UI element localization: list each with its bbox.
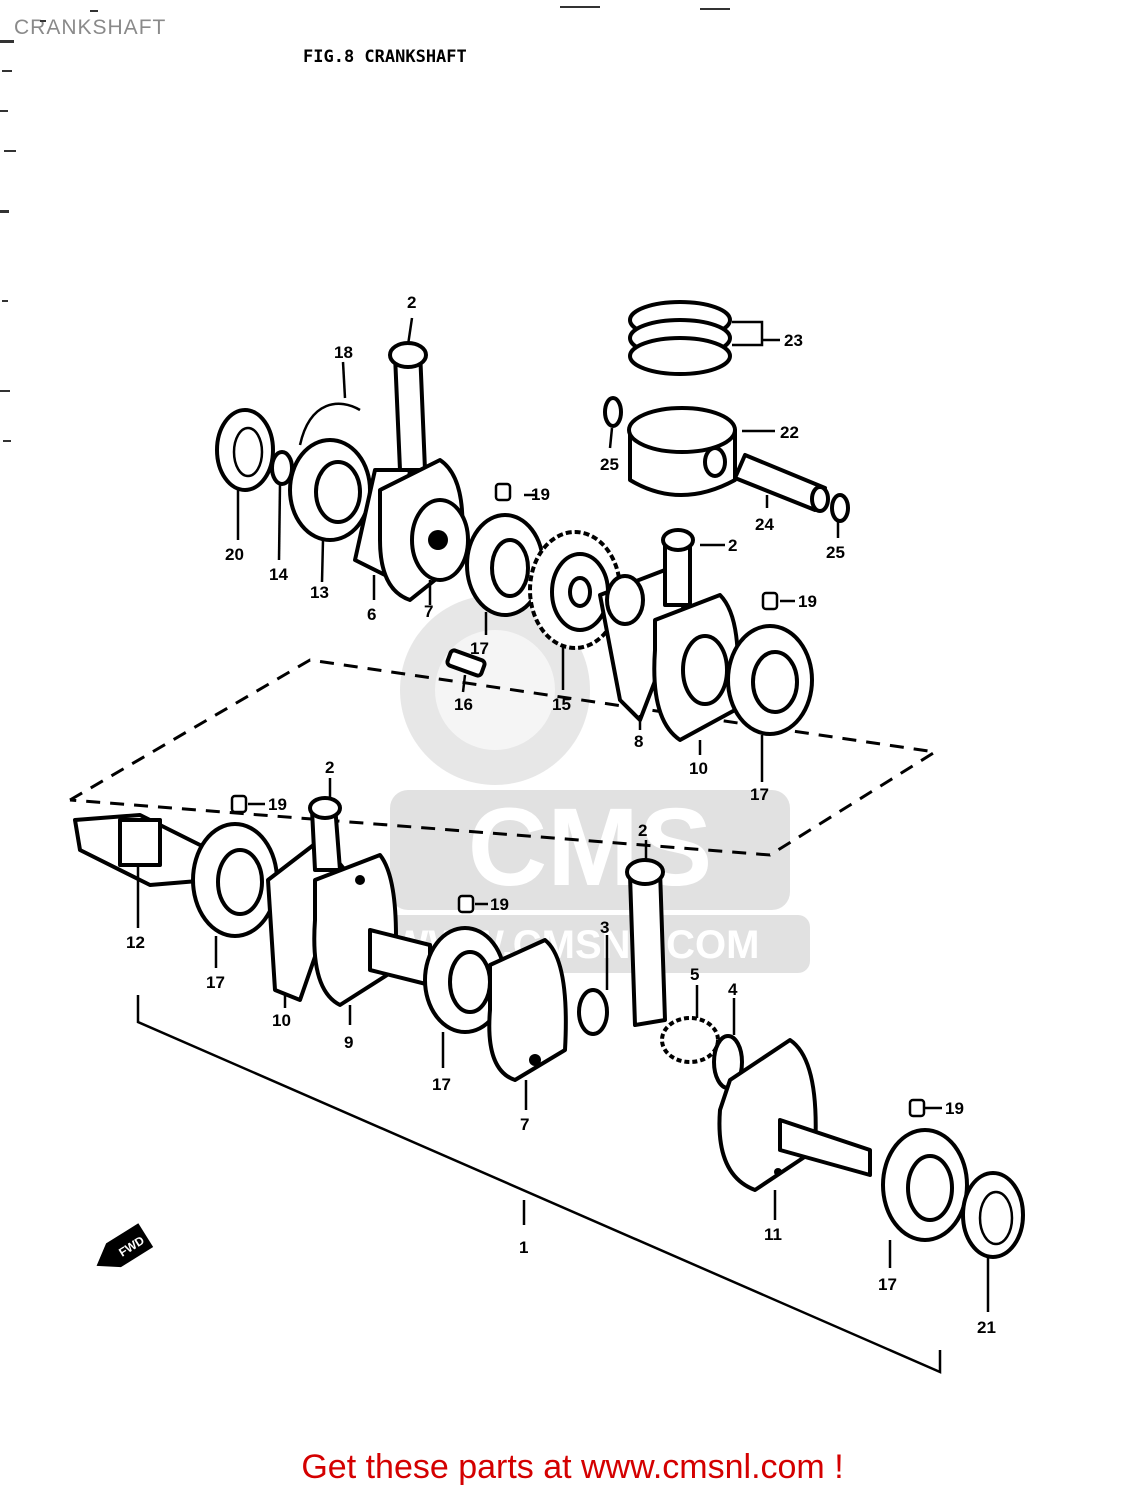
assembly-bracket	[136, 995, 942, 1374]
oil-seal-20	[215, 408, 275, 492]
crank-web-7-upper	[378, 458, 470, 602]
bearing-17-lower-c	[881, 1128, 969, 1242]
crank-end-12	[73, 813, 212, 887]
callout-17: 17	[878, 1275, 897, 1294]
con-rod-2-upper	[388, 341, 428, 472]
callout-7: 7	[520, 1115, 529, 1134]
callout-3: 3	[600, 918, 609, 937]
callout-19: 19	[268, 795, 287, 814]
spring-ring-18	[298, 402, 361, 446]
callout-18: 18	[334, 343, 353, 362]
callout-23: 23	[784, 331, 803, 350]
callout-21: 21	[977, 1318, 996, 1337]
dowel-pin-16	[445, 648, 487, 678]
bearing-17-lower-a	[191, 822, 279, 938]
callout-9: 9	[344, 1033, 353, 1052]
scan-noise	[0, 6, 730, 442]
callout-1: 1	[519, 1238, 528, 1257]
callout-7: 7	[424, 602, 433, 621]
callout-13: 13	[310, 583, 329, 602]
crank-web-10-upper	[652, 593, 740, 742]
watermark-logo: CMS	[468, 786, 712, 909]
callout-2: 2	[638, 821, 647, 840]
crank-web-9	[312, 853, 398, 1007]
con-rod-2-lower-b	[625, 858, 667, 1027]
callout-25: 25	[826, 543, 845, 562]
callout-11: 11	[764, 1225, 782, 1244]
bearing-17-upper-b	[726, 624, 814, 736]
callout-19: 19	[490, 895, 509, 914]
callout-17: 17	[432, 1075, 451, 1094]
crank-web-7-lower	[487, 938, 568, 1082]
callout-20: 20	[225, 545, 244, 564]
con-rod-2-lower-a	[308, 796, 342, 872]
callout-2: 2	[728, 536, 737, 555]
leader-lines	[136, 317, 990, 1312]
con-rod-2-upper-b	[661, 528, 695, 607]
callout-12: 12	[126, 933, 145, 952]
callout-10: 10	[689, 759, 708, 778]
piston-22	[627, 406, 737, 497]
gear-15	[528, 530, 622, 650]
callout-8: 8	[634, 732, 643, 751]
callout-16: 16	[454, 695, 473, 714]
fwd-arrow-icon: FWD	[96, 1223, 154, 1268]
callout-10: 10	[272, 1011, 291, 1030]
clip-25-a	[603, 396, 623, 428]
callout-6: 6	[367, 605, 376, 624]
callout-17: 17	[750, 785, 769, 804]
callout-22: 22	[780, 423, 799, 442]
clip-25-b	[830, 493, 850, 523]
bearing-17-lower-b	[423, 926, 507, 1034]
callout-4: 4	[728, 980, 738, 999]
callout-15: 15	[552, 695, 571, 714]
bolt-symbols-19	[230, 482, 926, 1118]
callout-5: 5	[690, 965, 699, 984]
bearing-13	[288, 438, 372, 542]
crank-end-shaft	[778, 1118, 872, 1177]
piston-rings-23	[628, 300, 732, 376]
callout-19: 19	[945, 1099, 964, 1118]
washer-3	[577, 988, 609, 1036]
callout-17: 17	[470, 639, 489, 658]
callout-24: 24	[755, 515, 774, 534]
cmsnl-parts-link[interactable]: Get these parts at www.cmsnl.com !	[301, 1448, 844, 1486]
callout-2: 2	[407, 293, 416, 312]
callout-2: 2	[325, 758, 334, 777]
oil-seal-21	[961, 1171, 1025, 1259]
callout-25: 25	[600, 455, 619, 474]
page-caption: CRANKSHAFT	[14, 16, 167, 39]
callout-14: 14	[269, 565, 288, 584]
callout-19: 19	[531, 485, 550, 504]
callout-labels: 2 18 23 22 25 24 25 20 14 13 6 7 19 17 1…	[126, 293, 996, 1337]
callout-17: 17	[206, 973, 225, 992]
piston-pin-24	[733, 453, 830, 513]
figure-title: FIG.8 CRANKSHAFT	[303, 47, 467, 67]
callout-19: 19	[798, 592, 817, 611]
needle-bearing-5	[660, 1016, 720, 1064]
